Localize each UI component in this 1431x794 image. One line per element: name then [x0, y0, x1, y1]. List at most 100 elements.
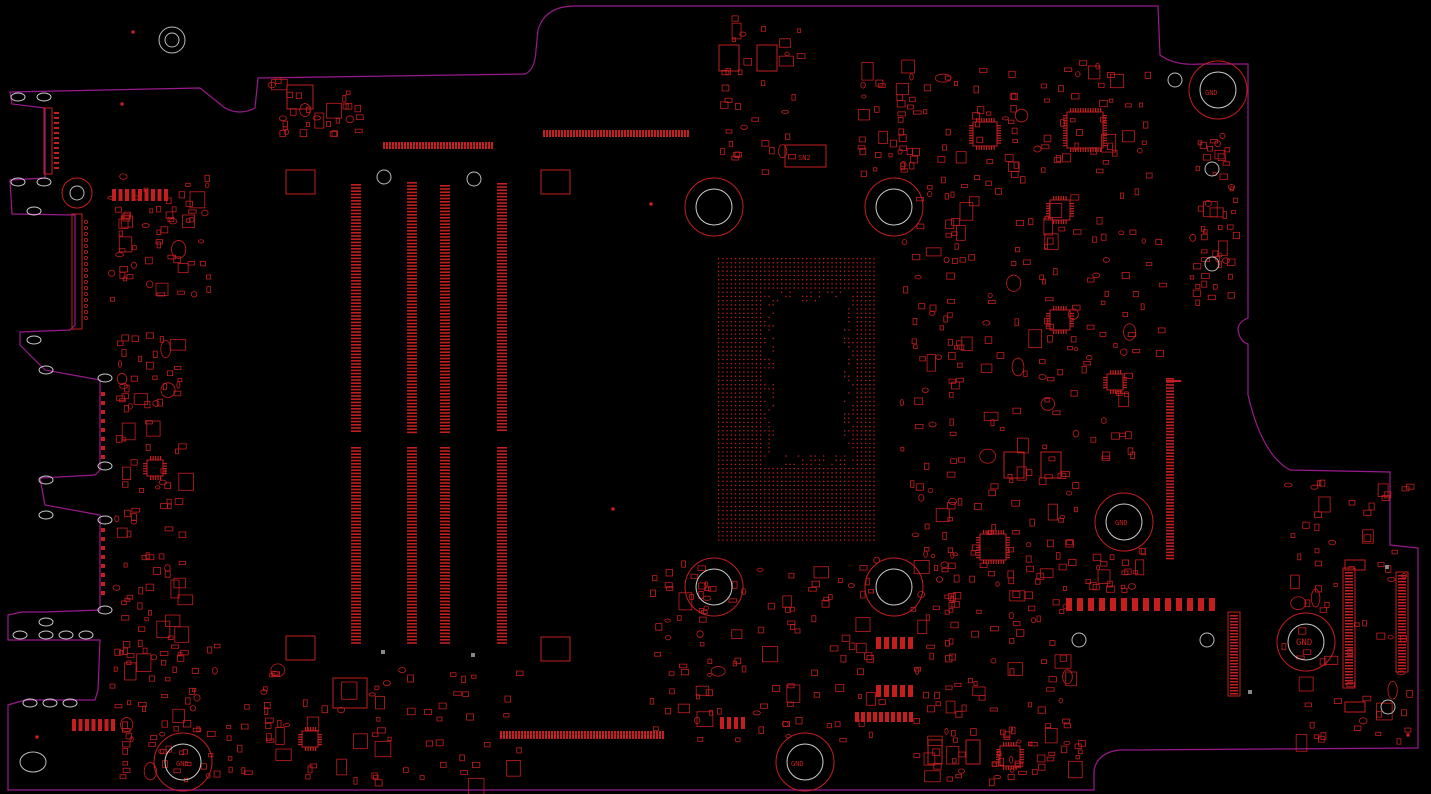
bga-ball	[772, 367, 774, 369]
smd-pad	[1145, 262, 1153, 267]
dimm-pin	[351, 324, 361, 327]
smd-pad	[1222, 161, 1231, 166]
header-pin	[900, 685, 905, 697]
bga-ball	[726, 434, 728, 436]
qfn-pin	[995, 560, 997, 564]
smd-pad	[987, 530, 993, 536]
bga-ball	[751, 363, 753, 365]
smd-pad	[946, 471, 956, 478]
smd-pad	[889, 139, 897, 148]
bga-ball	[785, 295, 787, 298]
bga-ball	[718, 430, 720, 432]
bga-ball	[869, 526, 871, 529]
bga-ball	[789, 526, 791, 529]
qfn-pin	[1103, 115, 1107, 117]
bga-ball	[743, 270, 745, 272]
bga-ball	[743, 484, 745, 487]
bga-ball	[839, 262, 842, 264]
qfn-pin	[1103, 117, 1107, 119]
bga-ball	[747, 354, 749, 356]
bga-ball	[734, 518, 737, 520]
smd-pad	[1016, 629, 1025, 637]
bga-ball	[860, 333, 863, 335]
header-pin	[164, 189, 168, 201]
bga-ball	[726, 392, 728, 394]
bga-ball	[776, 510, 779, 512]
bga-ball	[860, 417, 863, 419]
bga-ball	[797, 270, 800, 272]
smd-pad	[858, 719, 865, 727]
dimm-pin	[440, 402, 450, 405]
dimm-pin	[407, 262, 417, 264]
smd-pad	[1061, 471, 1070, 477]
bga-ball	[789, 262, 791, 264]
smd-pad	[178, 531, 187, 538]
bga-ball	[722, 396, 724, 398]
via-dot	[131, 30, 135, 34]
smd-pad	[697, 736, 704, 742]
dimm-pin	[440, 357, 450, 360]
bga-ball	[785, 501, 787, 503]
smd-pad	[143, 187, 149, 192]
bga-ball	[818, 489, 821, 491]
bga-ball	[844, 283, 846, 285]
bga-ball	[734, 484, 737, 487]
dimm-pin	[407, 431, 417, 434]
smd-pad	[191, 668, 199, 674]
bga-ball	[722, 350, 724, 352]
bga-ball	[873, 489, 875, 491]
qfn-pin	[1075, 108, 1077, 112]
bga-ball	[827, 522, 829, 524]
smd-pad	[122, 747, 128, 755]
bga-ball	[869, 367, 871, 369]
bga-ball	[743, 459, 745, 461]
bga-ball	[734, 300, 737, 302]
bga-ball	[814, 300, 816, 302]
connector-pin	[1398, 590, 1406, 592]
bga-ball	[718, 274, 720, 277]
bga-ball	[764, 535, 766, 537]
bga-ball	[856, 266, 858, 268]
port-pin	[101, 392, 105, 396]
dimm-pin	[351, 453, 361, 455]
smd-pad	[948, 352, 956, 360]
port-pin	[54, 127, 59, 129]
dimm-pin	[440, 245, 450, 248]
connector-pin	[1345, 581, 1353, 583]
dimm-pin	[440, 488, 450, 491]
smd-pad	[1057, 369, 1064, 376]
bga-ball	[730, 430, 732, 432]
bga-ball	[718, 379, 720, 382]
bga-ball	[810, 459, 812, 461]
smd-pad	[124, 384, 130, 393]
smd-pad	[791, 93, 796, 101]
bga-ball	[751, 308, 753, 310]
bga-ball	[860, 363, 863, 365]
fpc-pin	[413, 142, 415, 149]
capacitor-pad	[873, 556, 880, 564]
bga-ball	[743, 426, 745, 428]
bga-ball	[785, 535, 787, 537]
dimm-pin	[351, 414, 361, 416]
bga-ball	[747, 358, 749, 361]
bga-ball	[818, 291, 821, 293]
smd-pad	[911, 254, 921, 261]
smd-pad	[811, 615, 817, 623]
bga-ball	[726, 367, 728, 369]
fpc-pin	[524, 731, 526, 739]
dimm-pin	[407, 246, 417, 248]
dimm-pin	[407, 284, 417, 286]
smd-pad	[113, 666, 118, 672]
smd-pad	[1354, 725, 1362, 731]
bga-ball	[730, 476, 732, 478]
dimm-pin	[351, 472, 361, 475]
qfn-pin	[1063, 137, 1067, 139]
qfn-pin	[996, 751, 1000, 753]
bga-ball	[823, 518, 825, 520]
dimm-pin	[407, 345, 417, 347]
bga-ball	[785, 522, 787, 524]
dimm-pin	[440, 549, 450, 551]
bga-ball	[814, 283, 816, 285]
bga-ball	[848, 501, 850, 503]
dimm-pin	[407, 313, 417, 315]
